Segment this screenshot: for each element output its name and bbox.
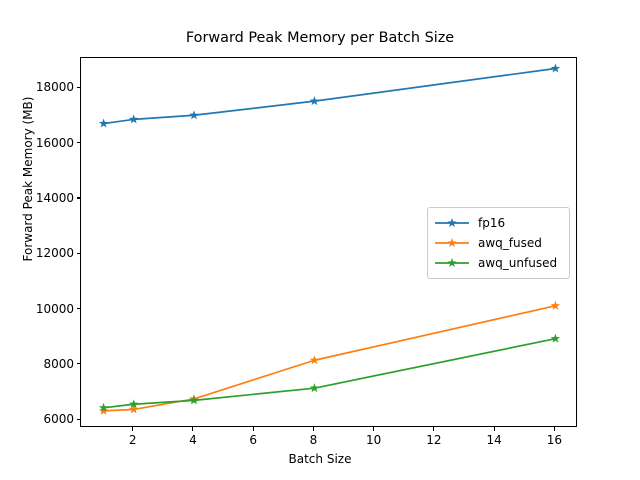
y-tick-label: 14000: [35, 191, 74, 206]
legend-item-awq_fused[interactable]: awq_fused: [434, 233, 563, 253]
x-tick-label: 10: [366, 433, 382, 447]
series-line: [102, 67, 557, 125]
data-point-marker: [189, 110, 199, 120]
data-point-marker: [309, 355, 320, 365]
x-tick-label: 6: [249, 433, 257, 447]
data-point-marker: [309, 96, 320, 106]
y-tick-mark: [76, 418, 80, 420]
x-tick-label: 14: [486, 433, 502, 447]
x-tick-mark: [312, 427, 314, 431]
legend-marker-icon: [434, 256, 470, 270]
y-tick-mark: [76, 363, 80, 365]
data-point-marker: [189, 395, 199, 405]
legend-marker-icon: [434, 216, 470, 230]
legend-item-fp16[interactable]: fp16: [434, 213, 563, 233]
y-tick-mark: [76, 308, 80, 310]
x-tick-mark: [433, 427, 435, 431]
data-point-marker: [128, 399, 139, 409]
x-tick-mark: [553, 427, 555, 431]
y-tick-mark: [76, 86, 80, 88]
legend-marker-icon: [434, 236, 470, 250]
x-axis-label: Batch Size: [288, 452, 352, 466]
data-point-marker: [98, 405, 109, 415]
y-tick-label: 6000: [43, 412, 74, 427]
data-point-marker: [550, 300, 561, 310]
y-tick-label: 12000: [35, 246, 74, 261]
data-point-marker: [550, 333, 561, 343]
y-tick-label: 10000: [35, 301, 74, 316]
data-point-marker: [98, 118, 109, 128]
y-axis-label: Forward Peak Memory (MB): [21, 96, 35, 262]
series-lines: [98, 63, 561, 415]
x-tick-label: 12: [426, 433, 442, 447]
y-tick-mark: [76, 142, 80, 144]
x-tick-label: 2: [128, 433, 137, 447]
x-tick-mark: [132, 427, 134, 431]
x-tick-label: 16: [546, 433, 563, 447]
legend-item-awq_unfused[interactable]: awq_unfused: [434, 253, 563, 273]
legend-label: awq_unfused: [478, 256, 558, 270]
series-awq_fused: [98, 300, 561, 415]
y-tick-label: 8000: [43, 356, 74, 371]
x-tick-mark: [252, 427, 254, 431]
x-tick-label: 4: [189, 433, 197, 447]
x-tick-mark: [373, 427, 375, 431]
legend-label: fp16: [478, 216, 506, 230]
legend-label: awq_fused: [478, 236, 542, 250]
y-tick-mark: [76, 252, 80, 254]
series-awq_unfused: [98, 333, 561, 412]
x-tick-mark: [192, 427, 194, 431]
series-line: [102, 337, 557, 409]
x-tick-label: 8: [309, 433, 318, 447]
series-fp16: [98, 63, 561, 128]
data-point-marker: [98, 402, 109, 412]
chart-legend: fp16 awq_fused awq_unfused: [427, 207, 570, 279]
series-line: [102, 304, 557, 412]
data-point-marker: [128, 114, 139, 124]
chart-title: Forward Peak Memory per Batch Size: [185, 30, 455, 46]
y-tick-mark: [76, 197, 80, 199]
data-point-marker: [550, 63, 561, 73]
data-point-marker: [128, 404, 139, 414]
x-tick-mark: [493, 427, 495, 431]
data-point-marker: [309, 383, 320, 393]
y-tick-label: 16000: [35, 135, 74, 150]
y-tick-label: 18000: [35, 80, 74, 95]
